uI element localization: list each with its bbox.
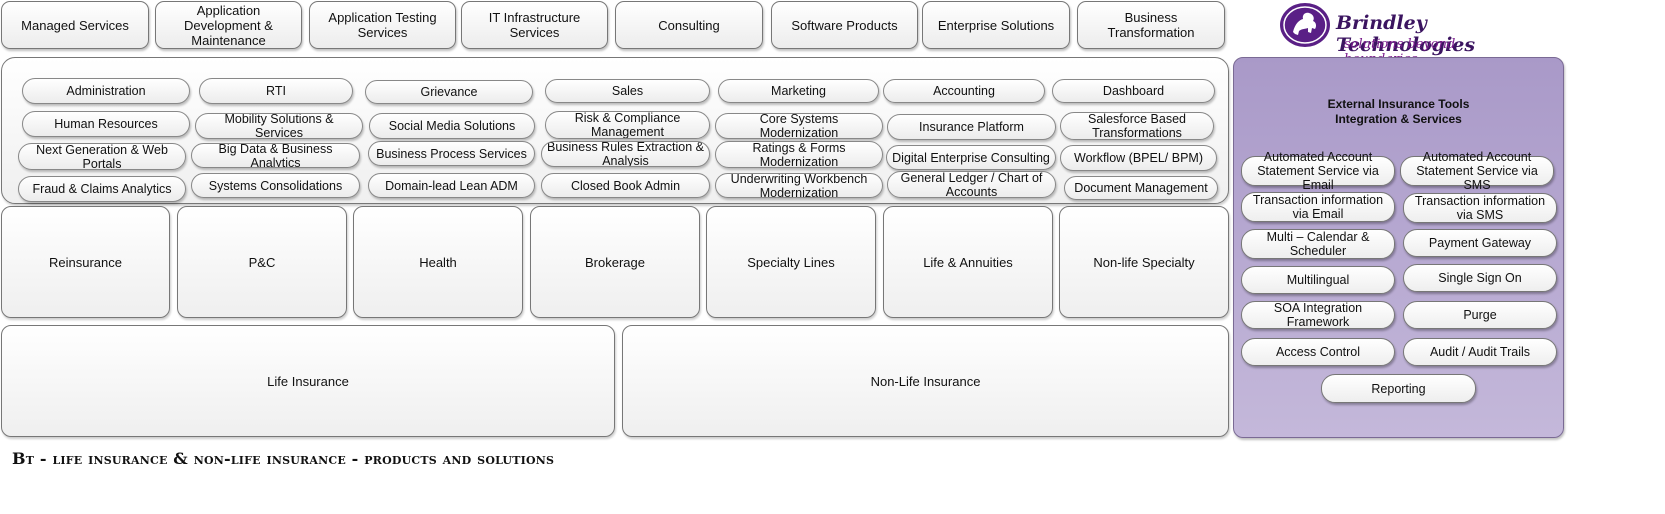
brand-tagline: solutions beyond boundaries... <box>1344 37 1456 67</box>
capability-general-ledger[interactable]: General Ledger / Chart of Accounts <box>887 171 1056 198</box>
tool-audit-trails[interactable]: Audit / Audit Trails <box>1403 338 1557 366</box>
capability-dashboard[interactable]: Dashboard <box>1052 79 1215 103</box>
footer-title: Bt - life insurance & non-life insurance… <box>12 449 555 468</box>
capability-ratings-forms[interactable]: Ratings & Forms Modernization <box>715 141 883 168</box>
capability-domain-lead-adm[interactable]: Domain-lead Lean ADM <box>368 173 535 198</box>
capability-human-resources[interactable]: Human Resources <box>22 111 190 137</box>
tool-single-sign-on[interactable]: Single Sign On <box>1403 264 1557 292</box>
line-life-insurance[interactable]: Life Insurance <box>1 325 615 437</box>
capability-underwriting-workbench[interactable]: Underwriting Workbench Modernization <box>715 173 883 198</box>
nav-application-testing[interactable]: Application Testing Services <box>309 1 456 49</box>
tool-soa-integration[interactable]: SOA Integration Framework <box>1241 301 1395 329</box>
capability-business-process[interactable]: Business Process Services <box>368 141 535 166</box>
nav-it-infrastructure[interactable]: IT Infrastructure Services <box>461 1 608 49</box>
nav-software-products[interactable]: Software Products <box>771 1 918 49</box>
tool-payment-gateway[interactable]: Payment Gateway <box>1403 229 1557 257</box>
brand-logo[interactable] <box>1279 2 1331 48</box>
capability-mobility-solutions[interactable]: Mobility Solutions & Services <box>195 113 363 139</box>
segment-brokerage[interactable]: Brokerage <box>530 206 700 318</box>
capability-rti[interactable]: RTI <box>199 78 353 104</box>
tool-purge[interactable]: Purge <box>1403 301 1557 329</box>
external-tools-title: External Insurance Tools <box>1327 97 1470 111</box>
capability-big-data[interactable]: Big Data & Business Analytics <box>191 143 360 168</box>
capability-risk-compliance[interactable]: Risk & Compliance Management <box>545 111 710 139</box>
external-tools-subtitle: Integration & Services <box>1335 112 1462 126</box>
tool-statement-email[interactable]: Automated Account Statement Service via … <box>1241 150 1395 192</box>
tool-multilingual[interactable]: Multilingual <box>1241 266 1395 294</box>
capability-marketing[interactable]: Marketing <box>718 79 879 103</box>
nav-application-development[interactable]: Application Development & Maintenance <box>155 1 302 49</box>
capability-workflow[interactable]: Workflow (BPEL/ BPM) <box>1060 145 1217 171</box>
tool-multi-calendar[interactable]: Multi – Calendar & Scheduler <box>1241 229 1395 259</box>
tool-transaction-sms[interactable]: Transaction information via SMS <box>1403 193 1557 223</box>
capability-grievance[interactable]: Grievance <box>365 80 533 104</box>
segment-life-annuities[interactable]: Life & Annuities <box>883 206 1053 318</box>
tool-reporting[interactable]: Reporting <box>1321 374 1476 403</box>
capability-salesforce[interactable]: Salesforce Based Transformations <box>1060 112 1214 140</box>
segment-specialty-lines[interactable]: Specialty Lines <box>706 206 876 318</box>
capability-digital-enterprise[interactable]: Digital Enterprise Consulting <box>886 145 1056 170</box>
capability-closed-book-admin[interactable]: Closed Book Admin <box>541 173 710 198</box>
capability-systems-consolidations[interactable]: Systems Consolidations <box>191 173 360 198</box>
nav-consulting[interactable]: Consulting <box>615 1 763 49</box>
capability-core-systems[interactable]: Core Systems Modernization <box>715 113 883 139</box>
nav-enterprise-solutions[interactable]: Enterprise Solutions <box>922 1 1070 49</box>
nav-business-transformation[interactable]: Business Transformation <box>1077 1 1225 49</box>
lion-logo-icon <box>1280 3 1330 47</box>
capability-sales[interactable]: Sales <box>545 79 710 103</box>
segment-reinsurance[interactable]: Reinsurance <box>1 206 170 318</box>
segment-health[interactable]: Health <box>353 206 523 318</box>
capability-business-rules[interactable]: Business Rules Extraction & Analysis <box>541 141 710 167</box>
segment-non-life-specialty[interactable]: Non-life Specialty <box>1059 206 1229 318</box>
capability-next-generation-portals[interactable]: Next Generation & Web Portals <box>18 143 186 170</box>
tool-transaction-email[interactable]: Transaction information via Email <box>1241 192 1395 222</box>
segment-pc[interactable]: P&C <box>177 206 347 318</box>
line-non-life-insurance[interactable]: Non-Life Insurance <box>622 325 1229 437</box>
nav-managed-services[interactable]: Managed Services <box>1 1 149 49</box>
brand-name: Brindley Technologies <box>1336 12 1476 56</box>
capability-social-media[interactable]: Social Media Solutions <box>369 113 535 139</box>
capability-document-management[interactable]: Document Management <box>1064 176 1218 200</box>
capability-accounting[interactable]: Accounting <box>883 79 1045 103</box>
capability-administration[interactable]: Administration <box>22 78 190 104</box>
capability-insurance-platform[interactable]: Insurance Platform <box>887 114 1056 140</box>
tool-statement-sms[interactable]: Automated Account Statement Service via … <box>1400 150 1554 192</box>
capability-fraud-claims[interactable]: Fraud & Claims Analytics <box>18 176 186 202</box>
tool-access-control[interactable]: Access Control <box>1241 338 1395 366</box>
